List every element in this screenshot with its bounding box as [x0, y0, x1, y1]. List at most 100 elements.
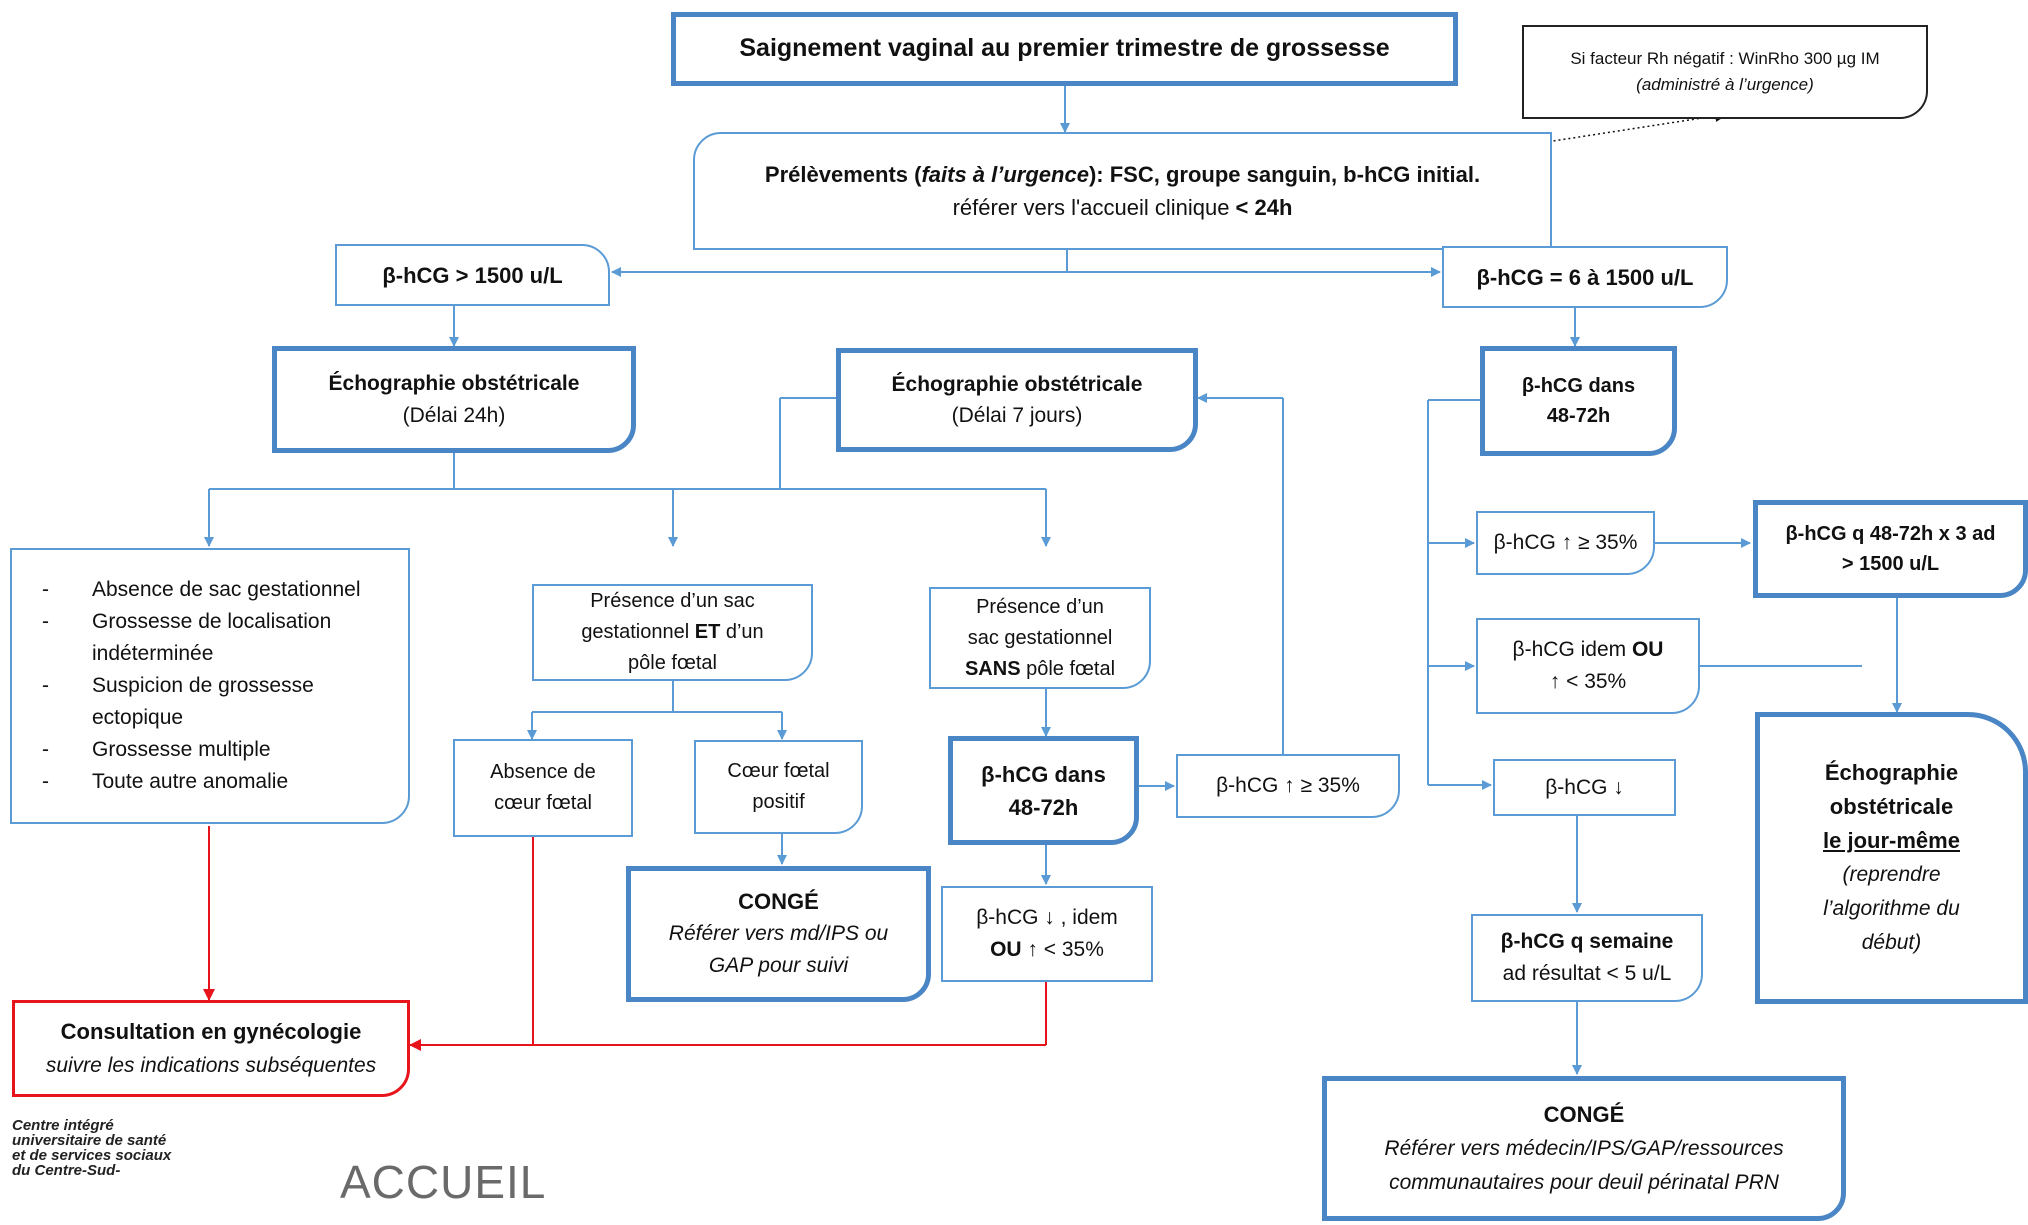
echo-24h-box: Échographie obstétricale (Délai 24h) [272, 346, 636, 453]
hcg-48-72-mid-box: β-hCG dans 48-72h [948, 736, 1139, 845]
finding-item: Grossesse multiple [12, 734, 408, 766]
title-text: Saignement vaginal au premier trimestre … [739, 34, 1390, 63]
absence-coeur-line2: cœur fœtal [494, 792, 592, 814]
hcg-down-right-box: β-hCG ↓ [1493, 759, 1676, 816]
prelevements-line2: référer vers l'accueil clinique < 24h [953, 191, 1293, 224]
finding-item: Grossesse de localisation indéterminée [12, 606, 408, 670]
sac-sans-pole-emph: SANS [964, 657, 1021, 680]
hcg-idem-right-box: β-hCG idem OU ↑ < 35% [1476, 618, 1700, 714]
findings-list-box: Absence de sac gestationnel Grossesse de… [10, 548, 410, 824]
hcg-idem-right-line2: ↑ < 35% [1549, 670, 1627, 693]
conge-mid-title: CONGÉ [738, 889, 819, 914]
hcg-up35-mid-box: β-hCG ↑ ≥ 35% [1176, 754, 1400, 818]
finding-item: Toute autre anomalie [12, 766, 408, 798]
hcg-idem-right-emph: OU [1631, 638, 1664, 661]
coeur-positif-line2: positif [752, 791, 805, 813]
branch-high-label: β-hCG > 1500 u/L [382, 262, 563, 288]
sac-sans-pole-box: Présence d’un sac gestationnel SANS pôle… [929, 587, 1151, 689]
hcg-up35-right-label: β-hCG ↑ ≥ 35% [1493, 531, 1638, 555]
sac-et-pole-emph: ET [694, 621, 721, 643]
conge-right-box: CONGÉ Référer vers médecin/IPS/GAP/resso… [1322, 1076, 1846, 1221]
echo-24h-delay: (Délai 24h) [402, 403, 506, 427]
accueil-logo: ACCUEIL [340, 1156, 547, 1208]
sac-et-pole-line3: pôle fœtal [628, 652, 717, 674]
hcg-idem-right-text: β-hCG idem [1512, 638, 1632, 661]
hcg-48-72-right-line1: β-hCG dans [1521, 375, 1636, 397]
hcg-up35-right-box: β-hCG ↑ ≥ 35% [1476, 511, 1655, 575]
branch-low-label: β-hCG = 6 à 1500 u/L [1476, 264, 1694, 290]
logo-line: et de services sociaux [12, 1147, 172, 1164]
hcg-down-idem-mid-emph: OU [990, 938, 1022, 961]
findings-list: Absence de sac gestationnel Grossesse de… [12, 574, 408, 798]
hcg-q48-box: β-hCG q 48-72h x 3 ad > 1500 u/L [1753, 500, 2028, 598]
consultation-sub: suivre les indications subséquentes [45, 1053, 377, 1077]
hcg-down-idem-mid-box: β-hCG ↓ , idem OU ↑ < 35% [941, 886, 1153, 982]
rh-note-box: Si facteur Rh négatif : WinRho 300 µg IM… [1522, 25, 1928, 119]
sac-et-pole-text: gestationnel [581, 621, 695, 643]
echo-7j-delay: (Délai 7 jours) [951, 404, 1083, 427]
finding-item: Absence de sac gestationnel [12, 574, 408, 606]
sac-et-pole-text: d’un [720, 621, 764, 643]
sac-sans-pole-line1: Présence d’un [976, 595, 1104, 618]
prelevements-line1: Prélèvements (faits à l’urgence): FSC, g… [765, 158, 1480, 191]
rh-note-line2: (administré à l’urgence) [1636, 75, 1814, 94]
echo-same-day-line4: (reprendre [1842, 863, 1941, 886]
sac-et-pole-line2: gestationnel ET d’un [581, 617, 763, 648]
hcg-q48-line1: β-hCG q 48-72h x 3 ad [1785, 523, 1996, 545]
echo-7j-box: Échographie obstétricale (Délai 7 jours) [836, 348, 1198, 452]
hcg-up35-mid-label: β-hCG ↑ ≥ 35% [1216, 774, 1360, 798]
conge-right-line1: Référer vers médecin/IPS/GAP/ressources [1384, 1136, 1784, 1160]
echo-7j-title: Échographie obstétricale [891, 372, 1143, 396]
echo-same-day-box: Échographie obstétricale le jour-même (r… [1755, 712, 2028, 1004]
echo-same-day-line6: début) [1861, 931, 1922, 954]
branch-high-box: β-hCG > 1500 u/L [335, 244, 610, 306]
hcg-down-right-label: β-hCG ↓ [1545, 775, 1624, 799]
sac-sans-pole-text: pôle fœtal [1020, 657, 1116, 680]
prelevements-label-italic: faits à l’urgence [921, 162, 1089, 187]
echo-same-day-line3: le jour-même [1823, 828, 1960, 853]
hcg-48-72-right-box: β-hCG dans 48-72h [1480, 346, 1677, 456]
hcg-weekly-box: β-hCG q semaine ad résultat < 5 u/L [1471, 914, 1703, 1002]
sac-et-pole-line1: Présence d’un sac [590, 590, 755, 612]
logo-line: du Centre-Sud- [12, 1162, 121, 1179]
ciusss-logo-text: Centre intégré universitaire de santé et… [12, 1118, 171, 1178]
hcg-weekly-line1: β-hCG q semaine [1500, 930, 1674, 953]
prelevements-box: Prélèvements (faits à l’urgence): FSC, g… [693, 132, 1552, 250]
consultation-box: Consultation en gynécologie suivre les i… [12, 1000, 410, 1097]
logo-line: Centre intégré [12, 1117, 114, 1134]
coeur-positif-box: Cœur fœtal positif [694, 740, 863, 834]
hcg-48-72-right-line2: 48-72h [1546, 405, 1611, 427]
echo-same-day-line5: l’algorithme du [1823, 897, 1960, 920]
prelevements-delay: < 24h [1235, 195, 1293, 220]
conge-mid-box: CONGÉ Référer vers md/IPS ou GAP pour su… [626, 866, 931, 1002]
hcg-down-idem-mid-line2: OU ↑ < 35% [990, 934, 1104, 966]
echo-same-day-line2: obstétricale [1829, 794, 1954, 819]
hcg-idem-right-line1: β-hCG idem OU [1513, 634, 1664, 666]
conge-right-title: CONGÉ [1543, 1101, 1625, 1127]
hcg-weekly-line2: ad résultat < 5 u/L [1502, 962, 1672, 985]
absence-coeur-line1: Absence de [490, 761, 596, 783]
echo-24h-title: Échographie obstétricale [328, 372, 580, 395]
sac-sans-pole-line3: SANS pôle fœtal [965, 654, 1115, 685]
finding-item: Suspicion de grossesse ectopique [12, 670, 408, 734]
conge-mid-line2: GAP pour suivi [708, 954, 849, 977]
prelevements-referral: référer vers l'accueil clinique [952, 195, 1236, 220]
sac-sans-pole-line2: sac gestationnel [967, 626, 1113, 649]
hcg-48-72-mid-line1: β-hCG dans [981, 761, 1106, 787]
hcg-48-72-mid-line2: 48-72h [1008, 794, 1079, 820]
conge-right-line2: communautaires pour deuil périnatal PRN [1389, 1170, 1779, 1194]
absence-coeur-box: Absence de cœur fœtal [453, 739, 633, 837]
conge-mid-line1: Référer vers md/IPS ou [668, 922, 889, 945]
hcg-down-idem-mid-text: ↑ < 35% [1021, 938, 1104, 961]
logo-line: universitaire de santé [12, 1132, 167, 1149]
coeur-positif-line1: Cœur fœtal [727, 760, 830, 782]
echo-same-day-line1: Échographie [1824, 760, 1959, 785]
rh-note-line1: Si facteur Rh négatif : WinRho 300 µg IM [1570, 48, 1880, 68]
prelevements-label-tests: ): FSC, groupe sanguin, b-hCG initial. [1088, 162, 1481, 187]
hcg-q48-line2: > 1500 u/L [1841, 553, 1940, 575]
hcg-down-idem-mid-line1: β-hCG ↓ , idem [976, 906, 1118, 929]
sac-et-pole-box: Présence d’un sac gestationnel ET d’un p… [532, 584, 813, 681]
branch-low-box: β-hCG = 6 à 1500 u/L [1442, 246, 1728, 308]
flowchart-title: Saignement vaginal au premier trimestre … [671, 12, 1458, 86]
